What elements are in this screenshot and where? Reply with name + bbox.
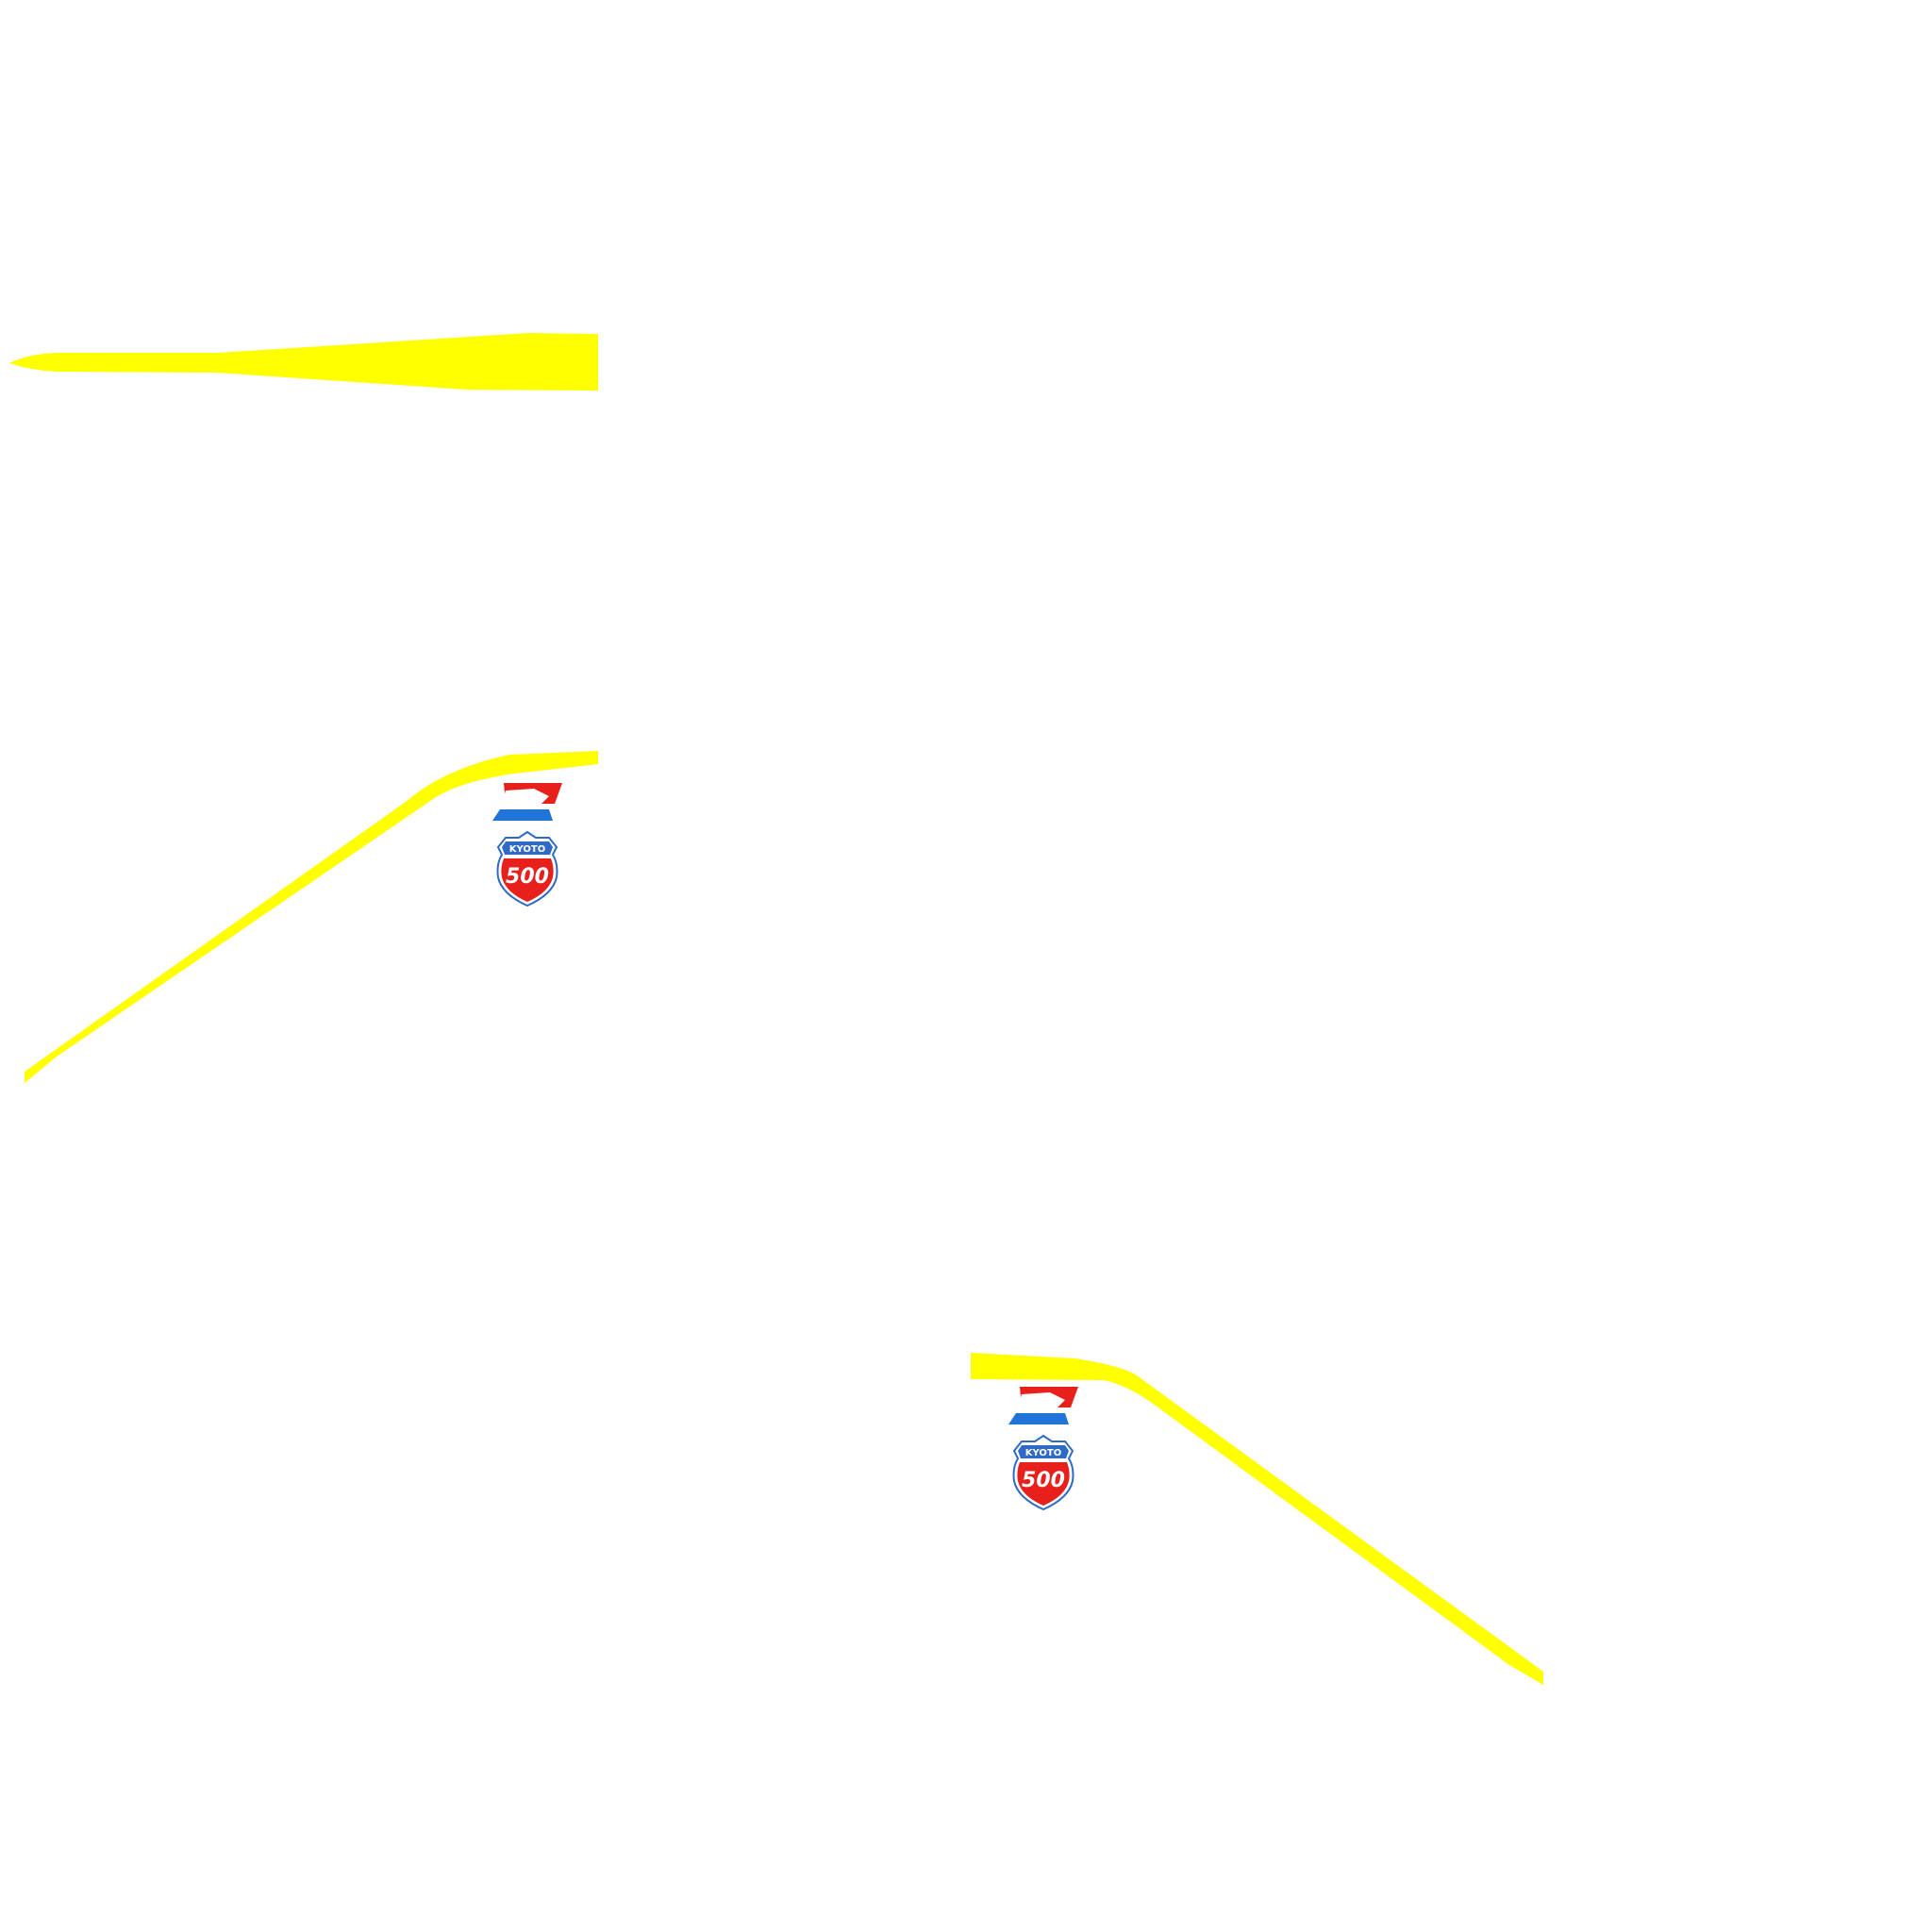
badge-number: 500 — [506, 865, 549, 889]
kyoto-500-badge: KYOTO 500 — [1008, 1387, 1078, 1511]
shield-icon: KYOTO 500 — [1012, 1434, 1074, 1511]
badge-top-text: KYOTO — [509, 844, 545, 855]
kyoto-500-badge: KYOTO 500 — [492, 783, 562, 908]
badge-number: 500 — [1022, 1469, 1065, 1492]
badge-top-text: KYOTO — [1025, 1448, 1061, 1458]
yellow-stripe-top — [9, 333, 598, 391]
flag-logo-icon — [1008, 1387, 1078, 1424]
flag-logo-icon — [492, 783, 562, 821]
shield-icon: KYOTO 500 — [496, 830, 558, 908]
